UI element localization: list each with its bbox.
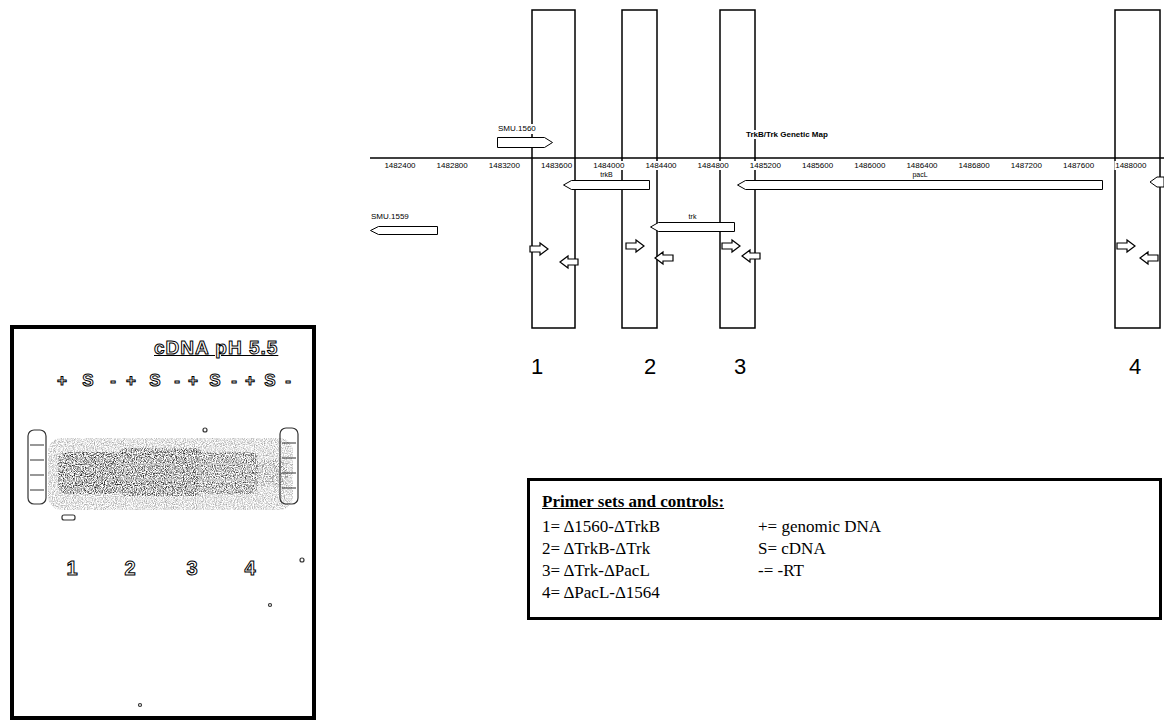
legend-box: Primer sets and controls: 1= Δ1560-ΔTrkB+…: [527, 478, 1162, 620]
legend-heading: Primer sets and controls:: [542, 491, 1147, 512]
map-title: TrkB/Trk Genetic Map: [745, 130, 829, 139]
tick-label: 1486800: [958, 161, 991, 170]
gene-arrow-outline: [651, 223, 735, 232]
lane-label: -: [230, 372, 238, 390]
lane-label: -: [109, 372, 117, 390]
gene-arrow-partial: [1150, 177, 1164, 187]
gene-arrow: SMU.1560: [497, 124, 553, 148]
gene-label: SMU.1559: [370, 212, 410, 222]
legend-entry: 3= ΔTrk-ΔPacL: [542, 560, 758, 581]
tick-label: 1484800: [697, 161, 730, 170]
lane-label: S: [208, 372, 221, 390]
band-outline: [200, 464, 248, 480]
gel-title: cDNA pH 5.5: [154, 337, 278, 359]
forward-primer: [530, 243, 548, 255]
gene-arrow-outline: [498, 138, 553, 148]
gel-haze: [48, 438, 293, 510]
tick-label: 1487600: [1062, 161, 1095, 170]
tick-label: 1488000: [1114, 161, 1147, 170]
tick-label: 1485200: [749, 161, 782, 170]
gene-arrow-outline: [738, 181, 1103, 190]
forward-primer: [1117, 240, 1135, 252]
legend-entry: 2= ΔTrkB-ΔTrk: [542, 538, 758, 559]
gene-arrow-outline: [564, 181, 650, 190]
lane-label: S: [148, 372, 161, 390]
lane-label: -: [284, 372, 292, 390]
ladder-bands: [282, 443, 296, 488]
tick-label: 1484400: [644, 161, 677, 170]
lane-group-number: 3: [185, 558, 198, 579]
gene-arrow: trkB: [563, 170, 650, 190]
primer-set-number: 1: [530, 355, 544, 378]
arrow-shape: [563, 180, 650, 190]
reverse-primer: [742, 250, 760, 262]
lane-group-number: 1: [65, 558, 78, 579]
reverse-primer: [560, 256, 578, 268]
gene-label: trkB: [599, 170, 613, 179]
ladder-marker: [28, 430, 46, 504]
legend-entry: 4= ΔPacL-Δ1564: [542, 582, 758, 603]
band-outline: [125, 464, 173, 480]
ladder-marker: [280, 428, 298, 504]
gene-arrow: pacL: [737, 170, 1103, 190]
primer-set-number: 4: [1128, 355, 1142, 378]
forward-primer: [626, 240, 644, 252]
tick-label: 1484000: [592, 161, 625, 170]
legend-entry: 1= Δ1560-ΔTrkB: [542, 516, 758, 537]
legend-entry: += genomic DNA: [758, 516, 1147, 537]
gene-arrow: SMU.1559: [370, 212, 438, 235]
tick-label: 1482400: [383, 161, 416, 170]
gel-speck: [203, 428, 207, 432]
gel-band: [118, 448, 203, 496]
lane-label: S: [81, 372, 94, 390]
lane-label: +: [244, 372, 256, 390]
lane-label: S: [263, 372, 276, 390]
legend-entry: S= cDNA: [758, 538, 1147, 559]
lane-label: +: [187, 372, 199, 390]
gel-speck: [269, 604, 272, 607]
tick-label: 1486000: [853, 161, 886, 170]
primer-set-number: 3: [733, 355, 747, 378]
reverse-primer: [1140, 252, 1158, 264]
arrow-shape: [737, 180, 1103, 190]
arrow-shape: [370, 226, 438, 235]
tick-label: 1486400: [905, 161, 938, 170]
lane-label: +: [56, 372, 68, 390]
lane-group-number: 4: [243, 558, 256, 579]
reverse-primer: [655, 252, 673, 264]
lane-label: +: [125, 372, 137, 390]
arrow-shape: [497, 137, 553, 148]
primer-set-number: 2: [643, 355, 657, 378]
gel-artifact: [62, 515, 75, 520]
gene-label: pacL: [911, 170, 928, 179]
lane-label: -: [173, 372, 181, 390]
primer-region-box: [532, 10, 575, 328]
map-axis: [370, 157, 1164, 159]
gene-arrow: trk: [650, 212, 735, 232]
gene-arrow-outline: [371, 227, 438, 235]
tick-label: 1483600: [540, 161, 573, 170]
gel-band: [58, 452, 120, 494]
tick-label: 1482800: [436, 161, 469, 170]
tick-label: 1485600: [801, 161, 834, 170]
forward-primer: [722, 240, 740, 252]
gel-speck: [139, 704, 142, 707]
primer-region-box: [1115, 10, 1160, 328]
gel-speck: [300, 558, 304, 562]
tick-label: 1487200: [1010, 161, 1043, 170]
lane-group-number: 2: [123, 558, 136, 579]
tick-label: 1483200: [488, 161, 521, 170]
ladder-bands: [30, 445, 44, 490]
legend-entry: -= -RT: [758, 560, 1147, 581]
arrow-shape: [650, 222, 735, 232]
gene-label: SMU.1560: [497, 124, 537, 134]
gel-band: [200, 452, 258, 494]
gene-label: trk: [688, 212, 698, 221]
